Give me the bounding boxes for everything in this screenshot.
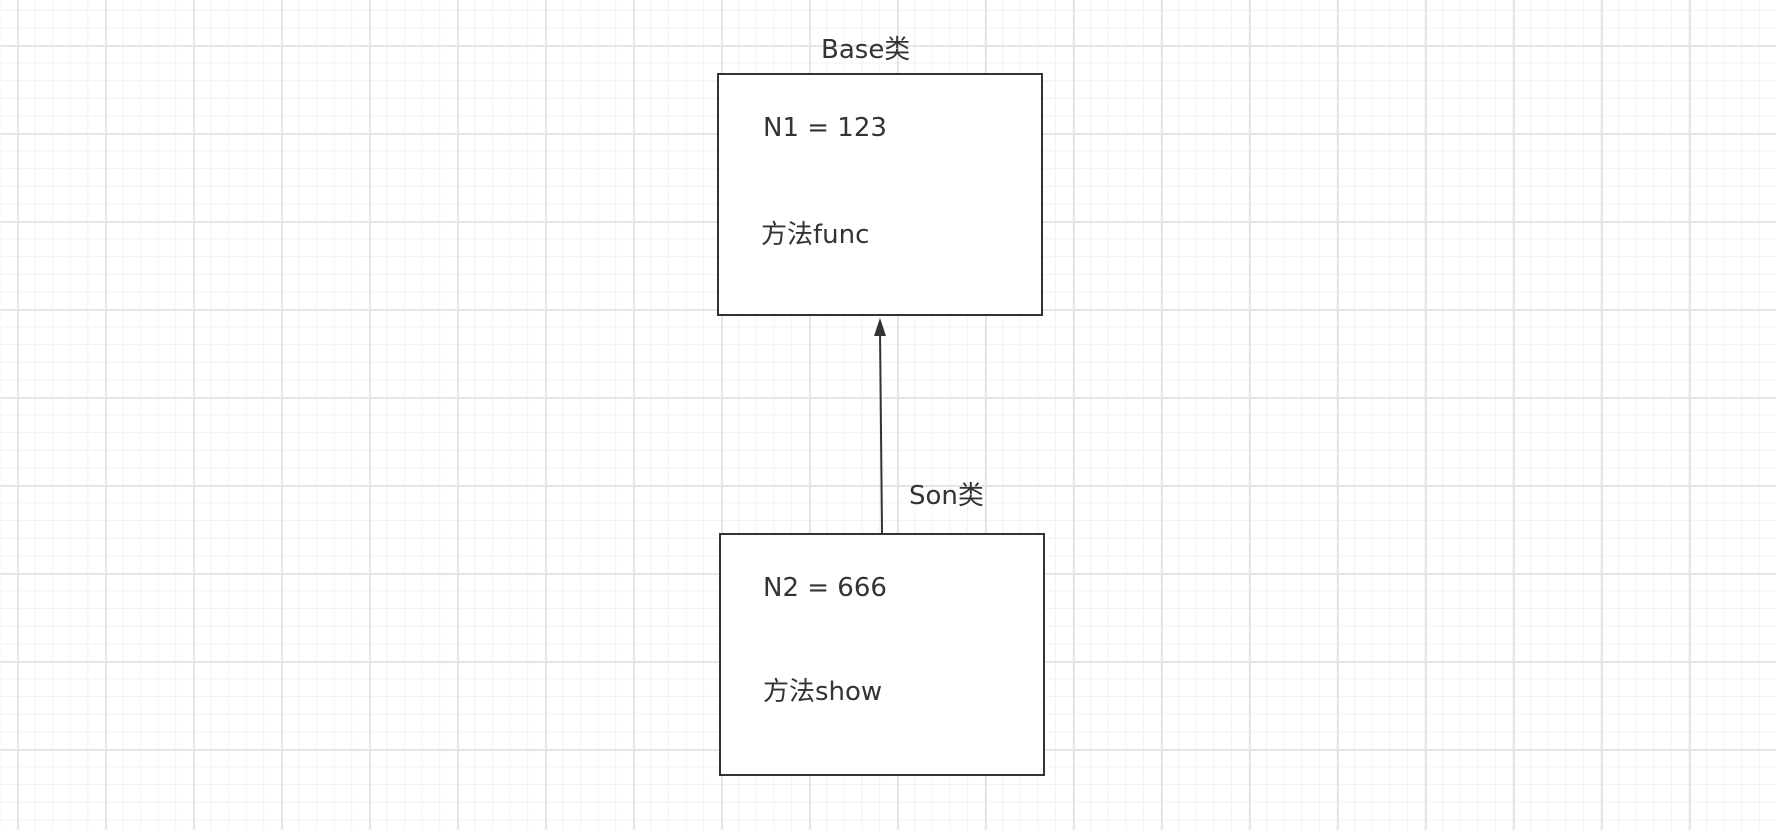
base-class-method: 方法func (761, 220, 870, 250)
arrow-line (879, 329, 883, 534)
arrow-head-icon (874, 318, 886, 336)
base-class-attribute: N1 = 123 (763, 113, 887, 143)
son-class-method: 方法show (763, 677, 883, 707)
base-class-title: Base类 (821, 35, 911, 65)
base-class-box[interactable]: N1 = 123 方法func (717, 73, 1043, 316)
son-class-title: Son类 (909, 481, 984, 511)
son-class-attribute: N2 = 666 (763, 573, 887, 603)
son-class-box[interactable]: N2 = 666 方法show (719, 533, 1045, 776)
